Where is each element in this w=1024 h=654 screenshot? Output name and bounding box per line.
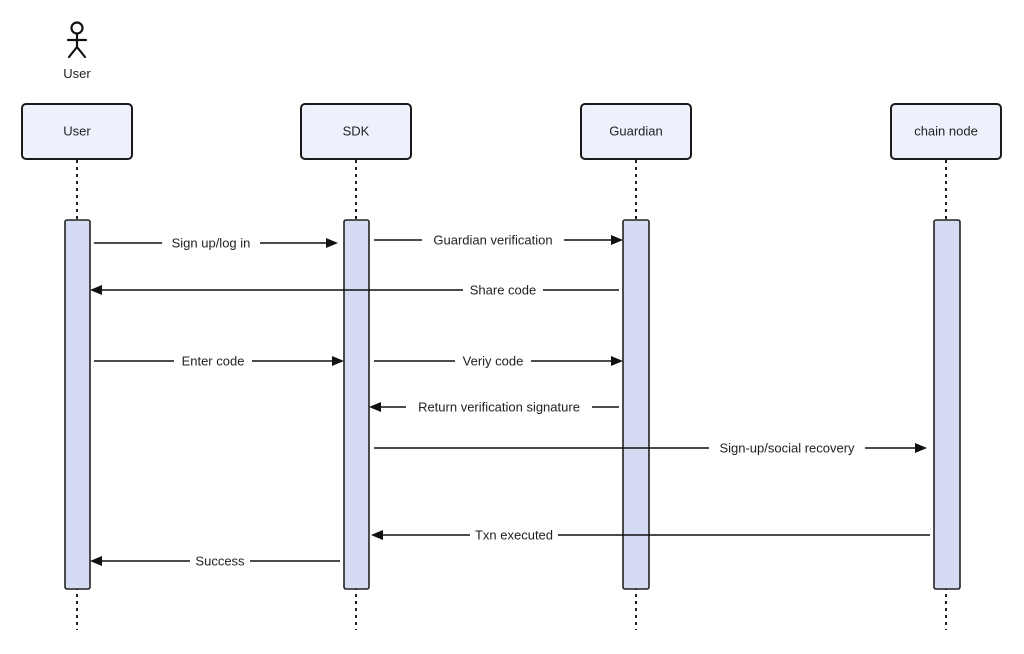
participant-sdk: SDK: [300, 103, 412, 160]
message-label: Success: [195, 553, 245, 568]
activation-user: [64, 219, 91, 590]
actor-label: User: [63, 66, 91, 81]
participant-label: SDK: [343, 123, 370, 138]
message-guardian-verification: Guardian verification: [374, 231, 623, 249]
message-label: Guardian verification: [433, 232, 552, 247]
message-verify-code: Veriy code: [374, 352, 623, 370]
message-share-code: Share code: [90, 281, 619, 299]
participant-guardian: Guardian: [580, 103, 692, 160]
message-enter-code: Enter code: [94, 352, 344, 370]
message-sign-up-social-recovery: Sign-up/social recovery: [374, 439, 927, 457]
activation-chain-node: [933, 219, 961, 590]
message-label: Enter code: [182, 353, 245, 368]
message-return-signature: Return verification signature: [369, 398, 619, 416]
participant-label: chain node: [914, 123, 978, 138]
participant-label: User: [63, 123, 91, 138]
participant-label: Guardian: [609, 123, 662, 138]
message-label: Sign-up/social recovery: [719, 440, 855, 455]
message-success: Success: [90, 552, 340, 570]
actor: User: [63, 21, 91, 81]
participant-user: User: [21, 103, 133, 160]
message-label: Veriy code: [463, 353, 524, 368]
activation-guardian: [622, 219, 650, 590]
message-sign-up: Sign up/log in: [94, 234, 338, 252]
message-label: Return verification signature: [418, 399, 580, 414]
message-label: Txn executed: [475, 527, 553, 542]
participant-chain-node: chain node: [890, 103, 1002, 160]
stick-figure-icon: [66, 21, 88, 59]
activations: [64, 219, 961, 590]
message-label: Share code: [470, 282, 537, 297]
message-label: Sign up/log in: [172, 235, 251, 250]
message-txn-executed: Txn executed: [371, 526, 930, 544]
activation-sdk: [343, 219, 370, 590]
